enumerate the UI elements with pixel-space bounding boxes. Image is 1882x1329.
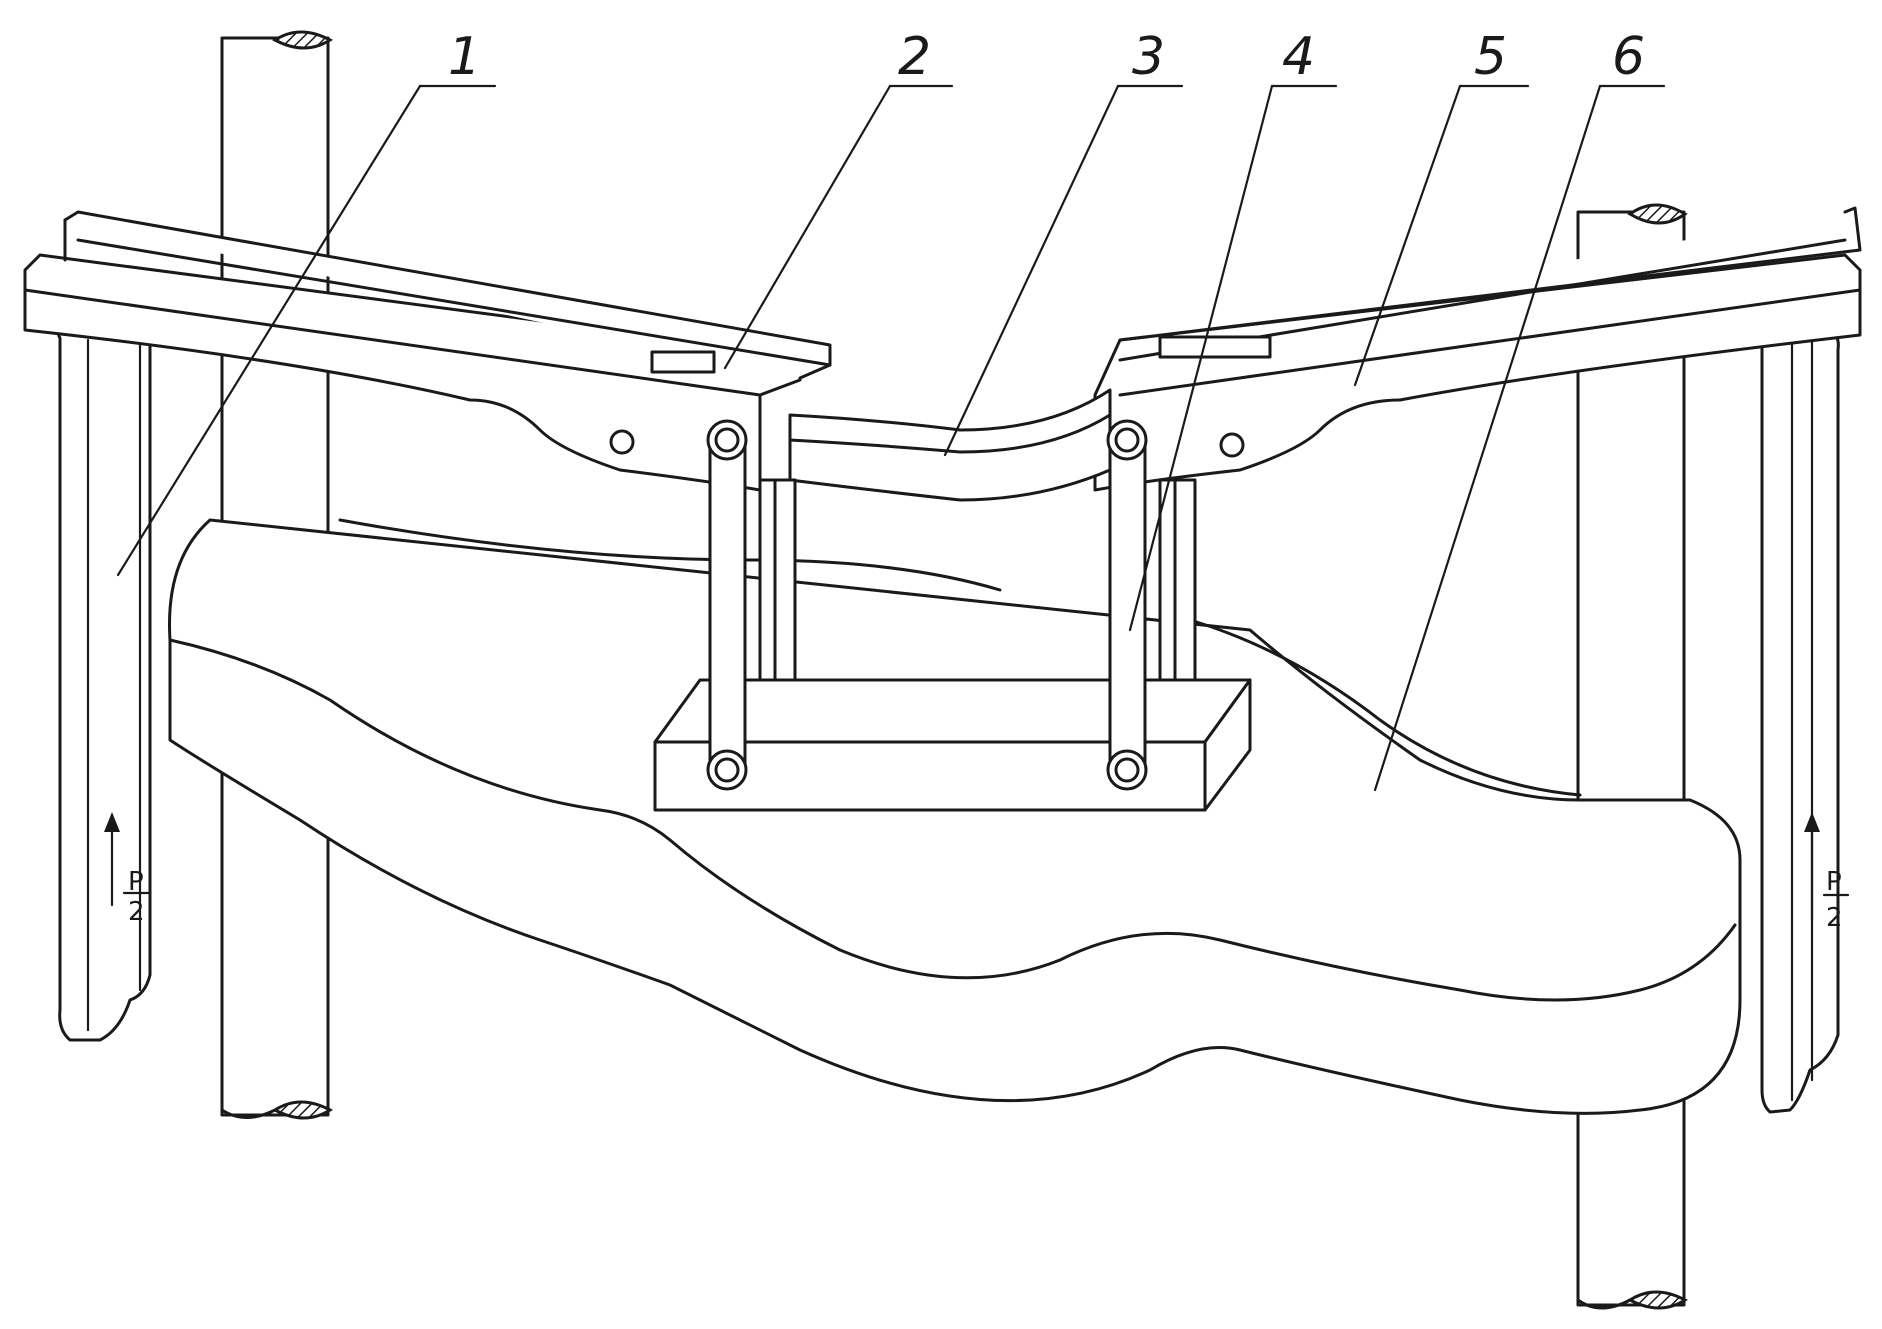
callout-label: 1: [448, 27, 481, 87]
callout-5: 5: [1353, 27, 1530, 387]
callout-4: 4: [1128, 27, 1338, 632]
callout-label: 6: [1612, 27, 1645, 87]
right-column: [1576, 203, 1688, 1310]
left-beam: [23, 210, 832, 492]
right-beam: [1093, 206, 1862, 492]
right-side-bar: [1759, 328, 1840, 1114]
force-arrow-left: P 2: [104, 812, 150, 927]
callout-1: 1: [116, 27, 497, 577]
bottom-block: [653, 678, 1252, 812]
callout-label: 4: [1282, 27, 1315, 87]
force-label-left-top: P: [128, 867, 144, 897]
force-arrow-right: P 2: [1804, 812, 1850, 933]
force-label-left-bottom: 2: [128, 897, 145, 927]
base-plate: [168, 518, 1742, 1115]
callout-2: 2: [723, 27, 954, 370]
force-label-right-bottom: 2: [1826, 903, 1843, 933]
force-label-right-top: P: [1826, 867, 1842, 897]
left-side-bar: [57, 328, 152, 1042]
swing-link-right: [1106, 419, 1148, 791]
callout-6: 6: [1373, 27, 1666, 792]
callout-label: 3: [1132, 27, 1165, 87]
callout-3: 3: [943, 27, 1184, 457]
link-posts: [758, 478, 1197, 682]
swing-link-left: [706, 419, 748, 791]
callout-label: 2: [898, 27, 931, 87]
callout-label: 5: [1474, 27, 1507, 87]
